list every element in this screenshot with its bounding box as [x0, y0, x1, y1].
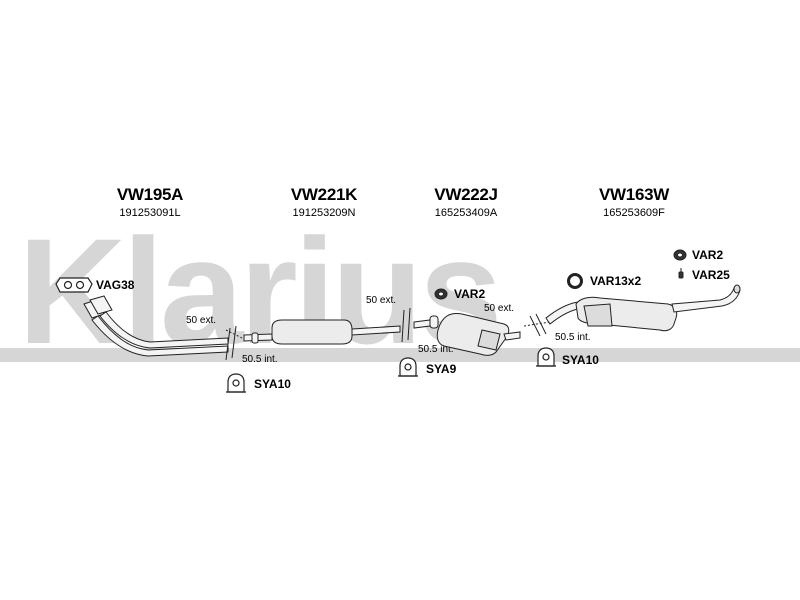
rubber-hanger-icon — [434, 288, 448, 300]
hanger-var2-a: VAR2 — [434, 287, 485, 301]
fitting-label-vag38: VAG38 — [96, 278, 135, 292]
middle-pipe — [243, 319, 401, 345]
dimension-ext-1: 50 ext. — [186, 315, 216, 326]
rubber-mount-icon — [536, 347, 556, 367]
front-pipe — [83, 295, 229, 357]
klarius-watermark: Klarius — [0, 207, 800, 375]
hanger-var2-b: VAR2 — [673, 248, 723, 262]
section-part-3: 165253409A — [435, 207, 498, 219]
section-part-4: 165253609F — [603, 207, 665, 219]
joint-2 — [401, 307, 411, 343]
fitting-label-sya10-b: SYA10 — [562, 353, 599, 367]
fitting-label-var2-a: VAR2 — [454, 287, 485, 301]
section-part-1: 191253091L — [119, 207, 180, 219]
ring-var13x2: VAR13x2 — [567, 273, 641, 289]
section-code-3: VW222J — [434, 185, 497, 204]
gasket-icon — [55, 277, 93, 293]
section-code-1: VW195A — [117, 185, 183, 204]
fitting-label-var2-b: VAR2 — [692, 248, 723, 262]
rubber-mount-icon — [226, 373, 246, 393]
gasket-vag38: VAG38 — [55, 277, 135, 293]
ring-icon — [567, 273, 583, 289]
joint-1 — [225, 325, 247, 361]
centre-silencer — [413, 313, 521, 356]
fitting-label-var13x2: VAR13x2 — [590, 274, 641, 288]
dimension-int-3: 50.5 int. — [555, 332, 591, 343]
bolt-var25: VAR25 — [678, 268, 730, 282]
mounting-sya9: SYA9 — [398, 357, 457, 377]
section-code-2: VW221K — [291, 185, 358, 204]
dimension-ext-2: 50 ext. — [366, 295, 396, 306]
dimension-ext-3: 50 ext. — [484, 303, 514, 314]
fitting-label-sya10-a: SYA10 — [254, 377, 291, 391]
watermark-text: Klarius — [18, 207, 499, 375]
bolt-icon — [678, 268, 684, 279]
fitting-label-sya9: SYA9 — [426, 362, 457, 376]
rubber-mount-icon — [398, 357, 418, 377]
dimension-int-1: 50.5 int. — [242, 354, 278, 365]
mounting-sya10-b: SYA10 — [536, 347, 599, 367]
mounting-sya10-a: SYA10 — [226, 373, 291, 393]
dimension-int-2: 50.5 int. — [418, 344, 454, 355]
rear-silencer — [545, 284, 741, 332]
joint-3 — [523, 313, 551, 337]
section-part-2: 191253209N — [292, 207, 355, 219]
section-code-4: VW163W — [599, 185, 670, 204]
fitting-label-var25: VAR25 — [692, 268, 730, 282]
rubber-hanger-icon — [673, 249, 687, 261]
